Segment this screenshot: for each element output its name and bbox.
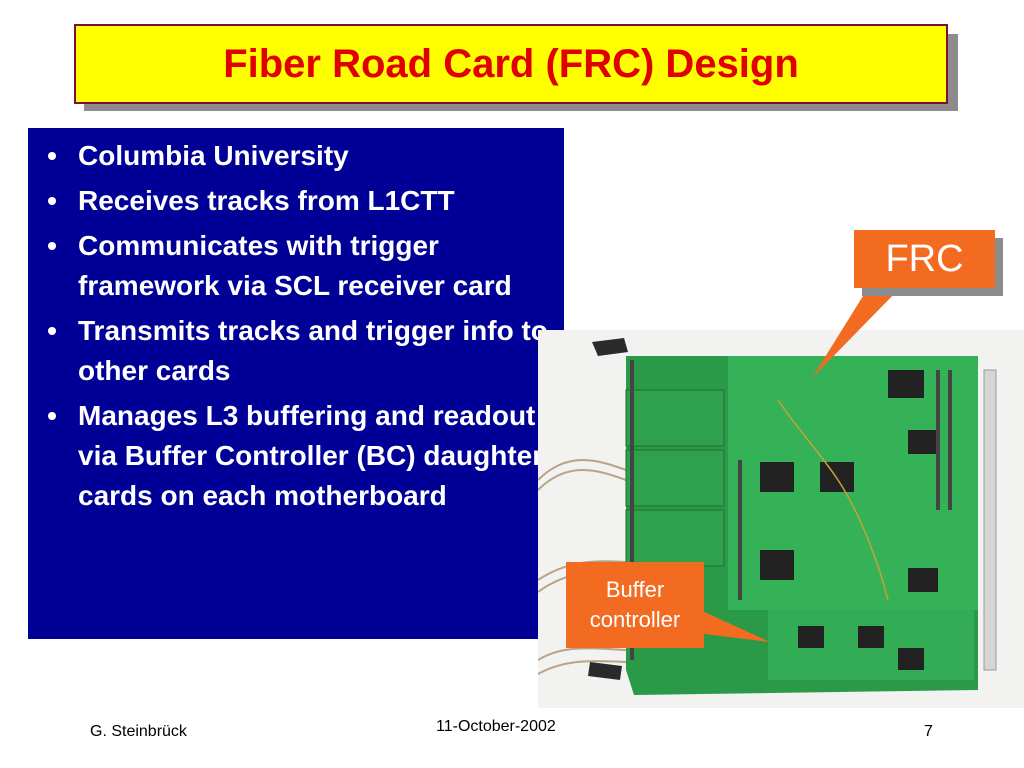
- bullet-item: • Manages L3 buffering and readout via Bu…: [42, 396, 552, 516]
- slide-title: Fiber Road Card (FRC) Design: [223, 41, 799, 86]
- bullet-dot-icon: •: [47, 315, 57, 346]
- frc-callout-label: FRC: [885, 237, 964, 280]
- bullet-list: • Columbia University • Receives tracks fr…: [28, 128, 564, 516]
- buffer-controller-label-line1: Buffer: [605, 577, 665, 602]
- bullet-dot-icon: •: [47, 140, 57, 171]
- bullet-item: • Transmits tracks and trigger info to ot…: [42, 311, 552, 391]
- buffer-controller-callout: Buffer controller: [566, 562, 704, 648]
- bullet-text: Receives tracks from L1CTT: [78, 185, 455, 216]
- title-box: Fiber Road Card (FRC) Design: [74, 24, 948, 104]
- footer-page-number: 7: [924, 723, 933, 740]
- bullet-text: Manages L3 buffering and readout via Buf…: [78, 400, 544, 511]
- bullet-dot-icon: •: [47, 230, 57, 261]
- buffer-controller-label-line2: controller: [589, 607, 681, 632]
- footer-date: 11-October-2002: [436, 718, 556, 735]
- bullet-panel: • Columbia University • Receives tracks fr…: [28, 128, 564, 639]
- circuit-board-photo: [538, 330, 1024, 708]
- bullet-text: Transmits tracks and trigger info to oth…: [78, 315, 548, 386]
- frc-callout: FRC: [854, 230, 995, 288]
- bullet-text: Communicates with trigger framework via …: [78, 230, 512, 301]
- bullet-item: • Receives tracks from L1CTT: [42, 181, 552, 221]
- bullet-dot-icon: •: [47, 185, 57, 216]
- bullet-item: • Communicates with trigger framework via…: [42, 226, 552, 306]
- bullet-dot-icon: •: [47, 400, 57, 431]
- bullet-item: • Columbia University: [42, 136, 552, 176]
- bullet-text: Columbia University: [78, 140, 349, 171]
- footer-author: G. Steinbrück: [90, 723, 187, 740]
